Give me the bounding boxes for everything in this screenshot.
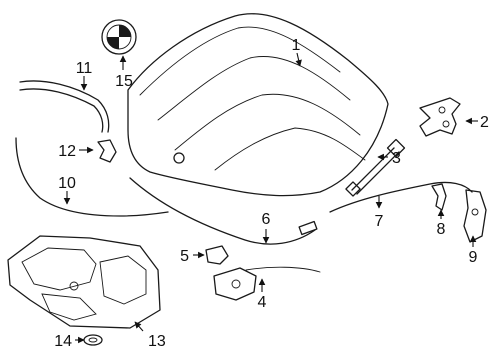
hood-latch <box>213 266 321 301</box>
front-seal <box>15 137 169 217</box>
callout-labels: 1 2 3 4 5 6 7 8 9 10 11 12 13 14 15 <box>54 37 489 350</box>
callout-10: 10 <box>58 175 76 192</box>
callout-8: 8 <box>437 221 446 238</box>
clip <box>97 139 117 163</box>
callout-7: 7 <box>375 213 384 230</box>
secondary-latch <box>463 189 487 243</box>
bracket <box>431 183 447 211</box>
callout-2: 2 <box>480 114 489 131</box>
callout-6: 6 <box>262 211 271 228</box>
grommet <box>83 334 103 346</box>
leader-lines <box>63 52 478 344</box>
callout-11: 11 <box>76 60 93 77</box>
gas-strut <box>345 138 406 197</box>
hood-hinge <box>419 97 461 137</box>
callout-15: 15 <box>115 73 133 90</box>
release-cable <box>129 177 318 245</box>
callout-4: 4 <box>258 294 267 311</box>
callout-13: 13 <box>148 333 166 350</box>
callout-1: 1 <box>292 37 301 54</box>
insulation-pad <box>7 235 161 329</box>
callout-3: 3 <box>392 150 401 167</box>
callout-5: 5 <box>180 248 189 265</box>
seal-strip <box>19 80 110 133</box>
secondary-cable <box>329 181 473 213</box>
callout-9: 9 <box>469 249 478 266</box>
latch-bracket <box>205 245 229 265</box>
emblem-badge <box>101 19 137 55</box>
hood-panel <box>127 13 389 197</box>
callout-12: 12 <box>58 143 76 160</box>
callout-14: 14 <box>54 333 72 350</box>
